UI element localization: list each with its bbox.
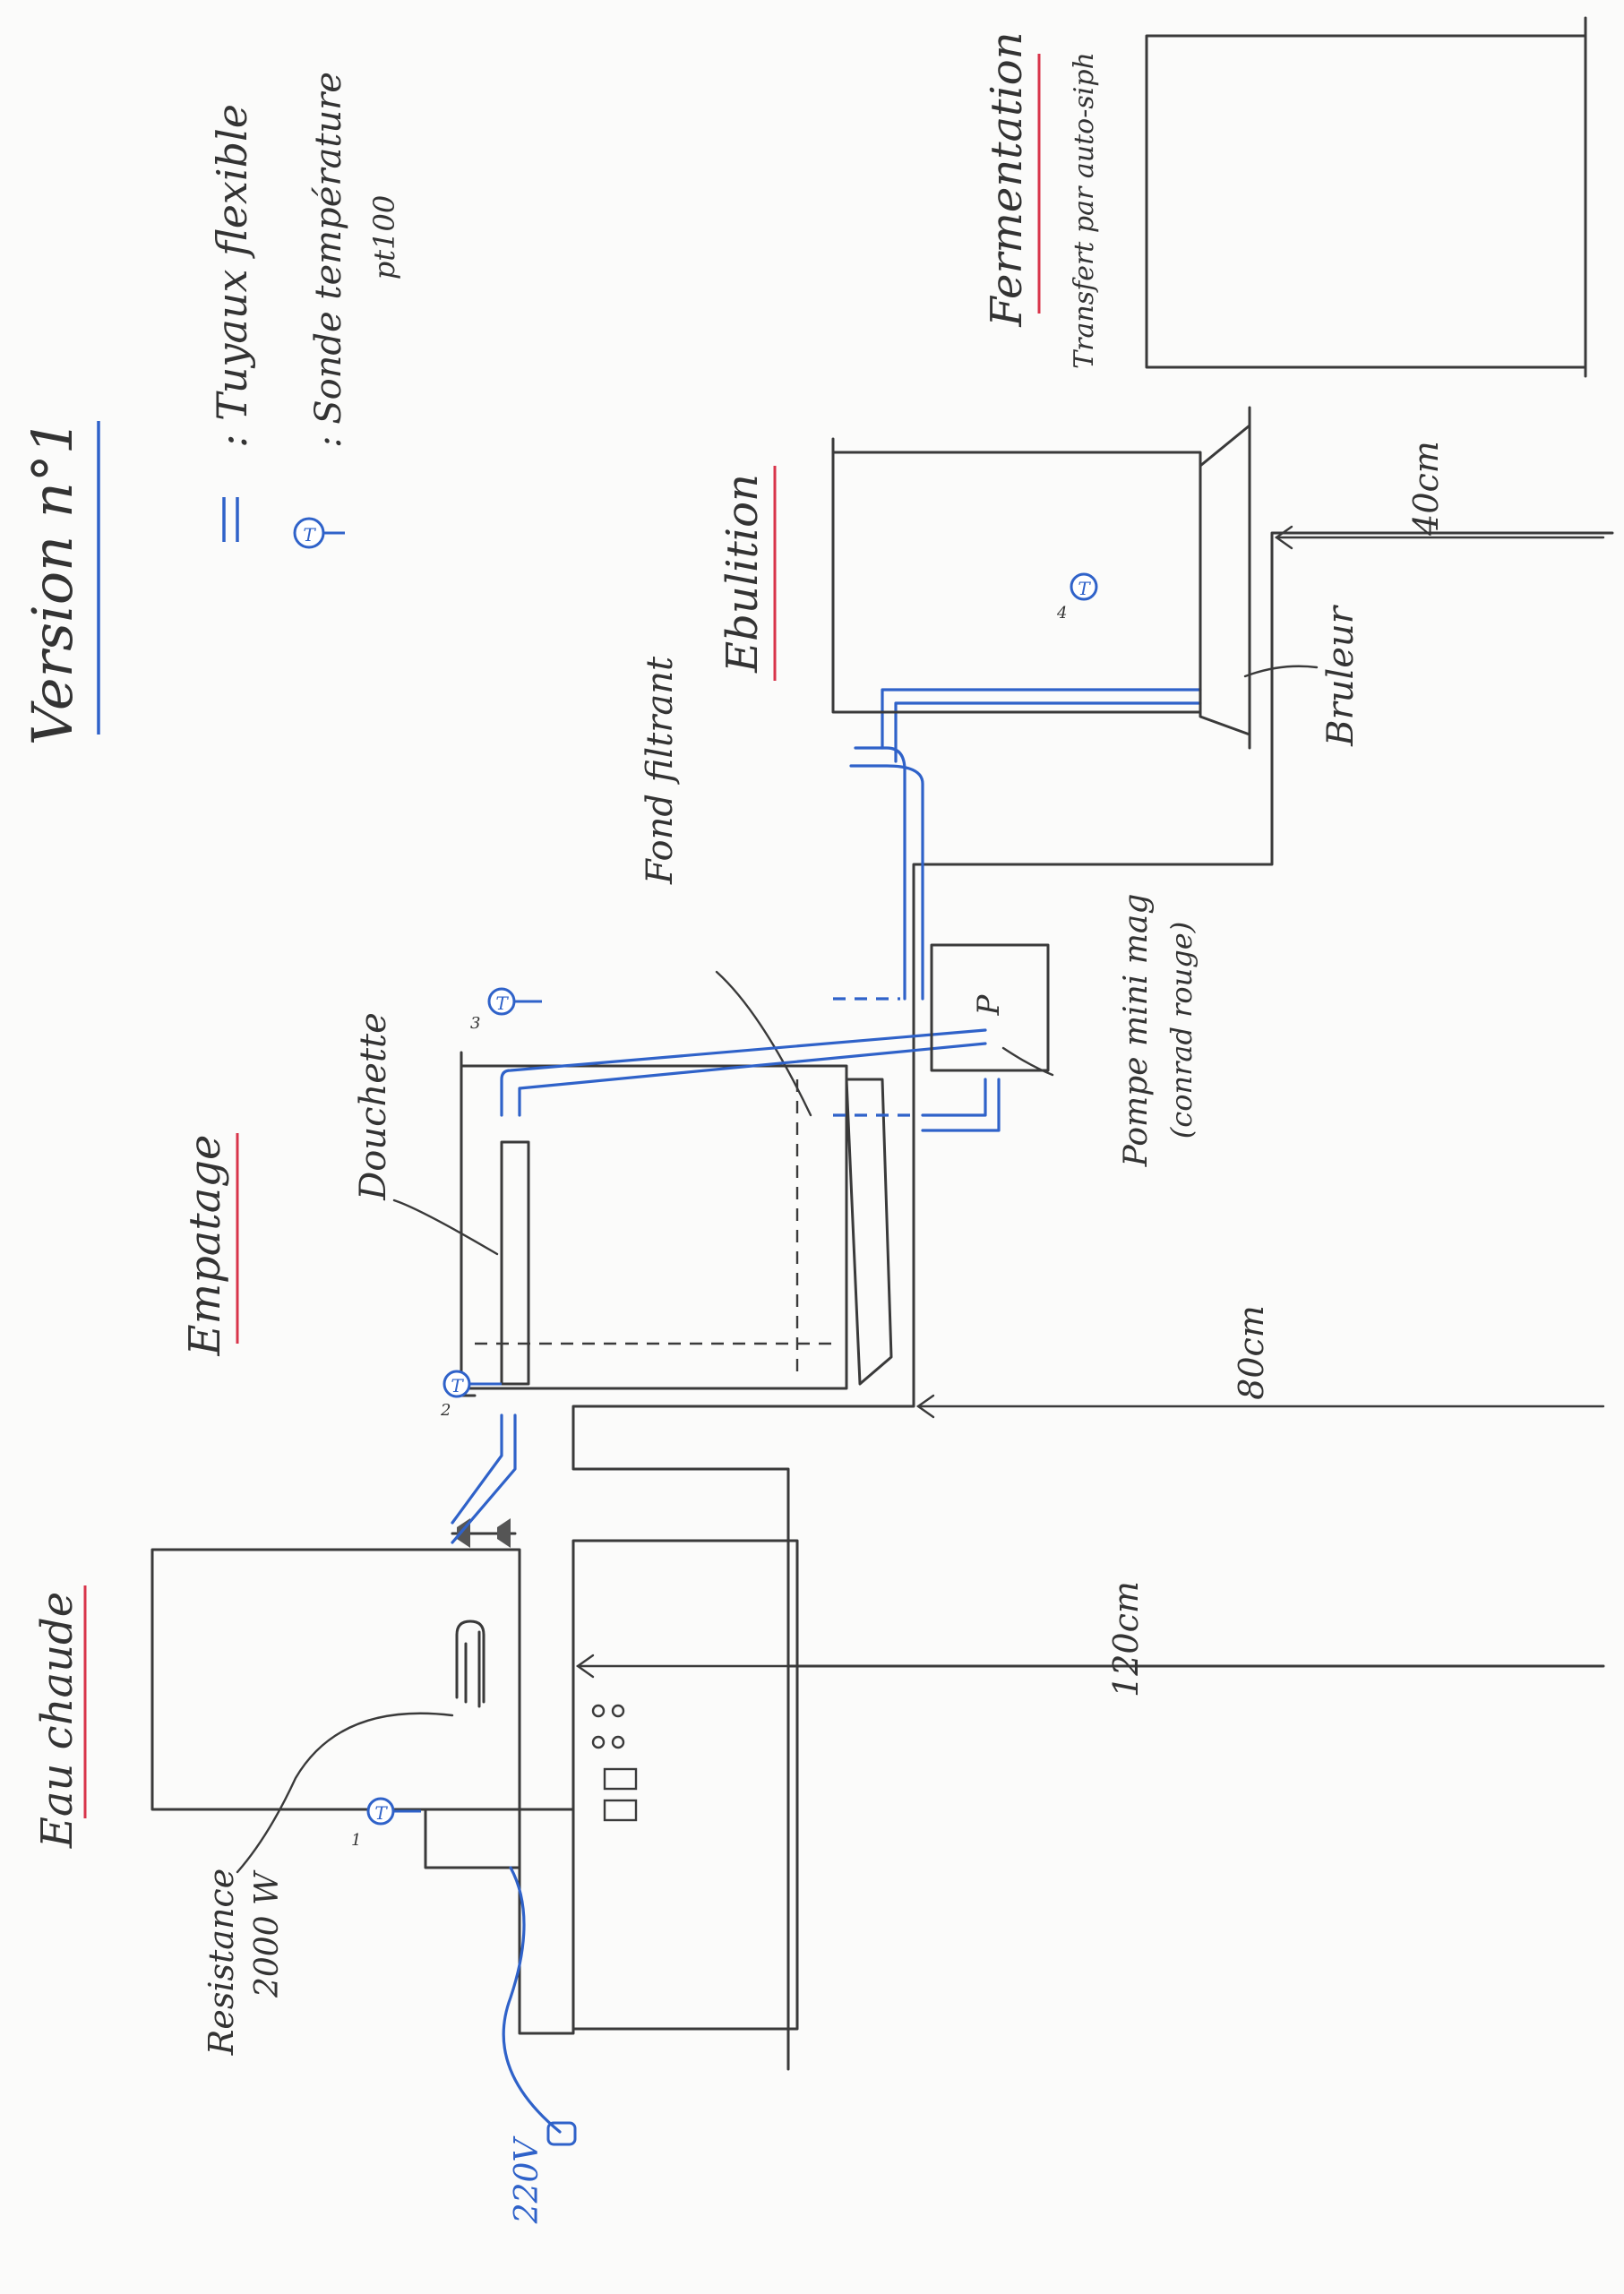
false-bottom-leader <box>715 970 812 1117</box>
stage-label-fermentation: Fermentation Transfert par auto-siph <box>982 31 1100 368</box>
svg-text:Eau chaude: Eau chaude <box>32 1592 82 1849</box>
svg-text:T: T <box>451 1375 464 1396</box>
pipe-kettle-in-a <box>881 688 1202 750</box>
false-bottom-label: Fond filtrant <box>640 656 681 885</box>
temperature-sensor-3: T 3 <box>470 987 542 1033</box>
height-label-80: 80cm <box>1232 1305 1271 1400</box>
fermenter <box>1145 16 1587 378</box>
temperature-sensor-4: T 4 <box>1056 572 1098 623</box>
svg-text:Fermentation: Fermentation <box>982 31 1032 327</box>
height-arrows <box>575 525 1605 1679</box>
stand-structure <box>518 531 1614 2071</box>
transfer-label: Transfert par auto-siph <box>1069 52 1100 369</box>
svg-text:T: T <box>303 524 316 546</box>
pipe-kettle-in-b <box>894 701 1202 763</box>
svg-text:T: T <box>1078 578 1091 599</box>
pump-letter: P <box>971 993 1007 1016</box>
resistance-leader <box>236 1712 454 1874</box>
height-label-120: 120cm <box>1106 1581 1146 1697</box>
burner-label: Bruleur <box>1320 604 1362 747</box>
mash-tun <box>460 1051 893 1397</box>
svg-text:Empatage: Empatage <box>180 1135 230 1357</box>
pipe-transfer-b <box>849 764 924 1001</box>
plug-icon <box>546 2121 577 2146</box>
power-label: 220V <box>509 2135 546 2225</box>
stage-label-mashing: Empatage <box>180 1133 239 1357</box>
legend-pipe-label: : Tuyaux flexible <box>208 104 256 448</box>
height-label-40: 40cm <box>1406 441 1446 537</box>
pump: P <box>930 943 1050 1072</box>
pipe-recirc-b <box>518 1042 987 1117</box>
temperature-sensor-1: T 1 <box>351 1797 421 1850</box>
sensor-number-2: 2 <box>440 1401 451 1420</box>
pipe-transfer-a <box>854 746 907 1001</box>
stage-label-hot-water: Eau chaude <box>32 1585 87 1849</box>
sparger-leader <box>392 1199 499 1256</box>
legend-sensor-icon: T <box>293 517 345 549</box>
pipe-hot-to-mash-b <box>451 1413 517 1544</box>
sensor-number-3: 3 <box>470 1014 480 1033</box>
legend: : Tuyaux flexible T : Sonde température … <box>208 72 401 549</box>
resistance-power-label: 2000 W <box>249 1869 286 1998</box>
power-cable <box>502 1866 562 2134</box>
burner-leader <box>1243 665 1319 678</box>
pipe-hot-to-mash-a <box>451 1413 503 1525</box>
sparger-label: Douchette <box>353 1012 394 1201</box>
pump-leader <box>1001 1046 1054 1077</box>
stage-label-boiling: Ebulition <box>717 466 777 681</box>
svg-text:T: T <box>374 1802 388 1824</box>
svg-text:Ebulition: Ebulition <box>717 474 768 674</box>
pump-sub-label: (conrad rouge) <box>1164 922 1199 1138</box>
sensor-number-4: 4 <box>1056 604 1067 623</box>
legend-sensor-label: : Sonde température <box>308 72 349 448</box>
boil-kettle <box>831 406 1251 750</box>
svg-text:T: T <box>495 992 509 1014</box>
temperature-sensor-2: T 2 <box>440 1370 502 1420</box>
resistance-label: Resistance <box>202 1869 241 2056</box>
pipe-to-pump <box>921 1078 987 1117</box>
title-block: Version n°1 <box>20 419 100 745</box>
hot-water-tank <box>150 1548 638 1869</box>
sensor-number-1: 1 <box>351 1831 361 1850</box>
pump-label: Pompe mini mag <box>1118 894 1155 1168</box>
pipe-to-pump-b <box>921 1078 1001 1132</box>
page-title: Version n°1 <box>20 419 85 745</box>
legend-sensor-model: pt100 <box>367 195 401 279</box>
pipe-recirc-a <box>500 1028 987 1117</box>
